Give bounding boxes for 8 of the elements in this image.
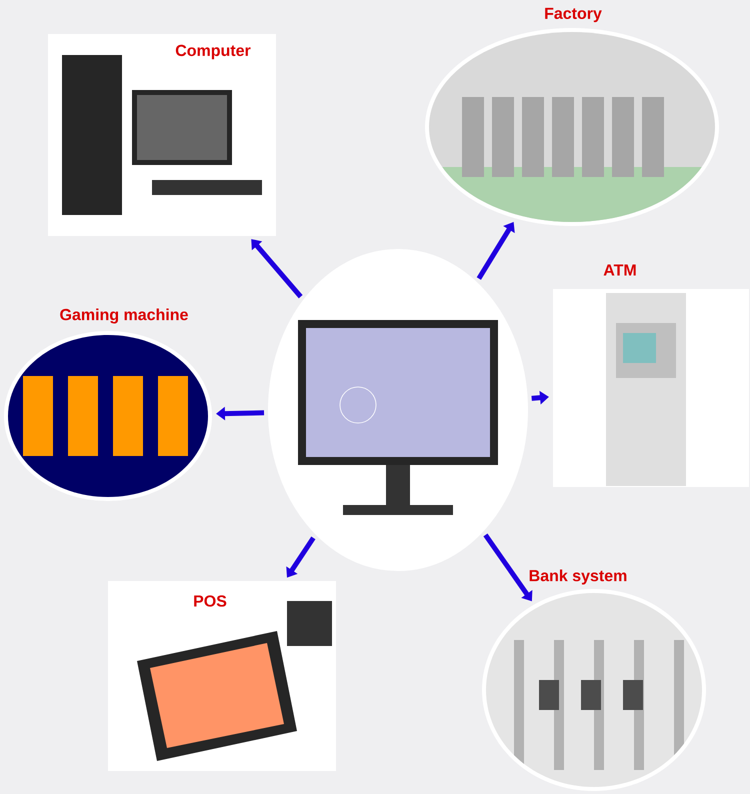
monitor-picture-oval [268, 249, 528, 571]
photo-title: Bank system [530, 570, 626, 584]
photo-title: Gaming machine [60, 308, 188, 324]
photo-title: ATM [604, 264, 636, 276]
arrow [251, 239, 303, 298]
photo-title: Computer [176, 44, 251, 60]
photo-title: POS [194, 595, 226, 607]
photo-title: Factory [545, 8, 602, 22]
